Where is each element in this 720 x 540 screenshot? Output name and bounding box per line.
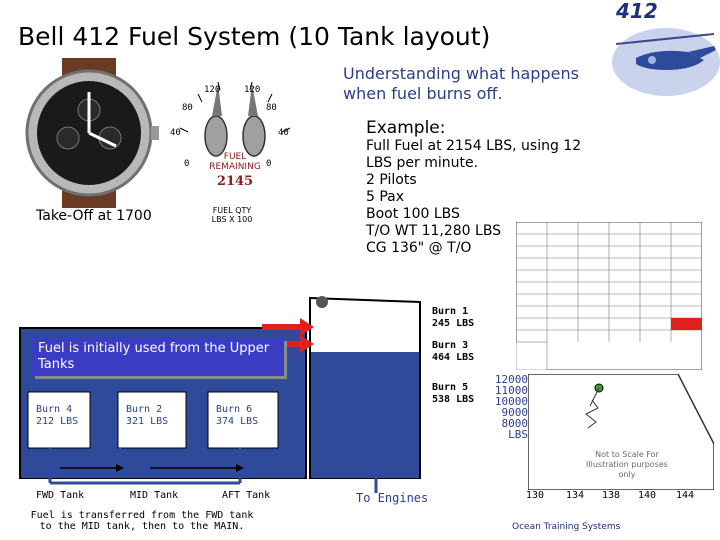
gauge-qty-units: LBS X 100 <box>212 215 253 224</box>
scale-note: Not to Scale For Illustration purposes o… <box>586 450 668 479</box>
example-line: 5 Pax <box>366 189 405 205</box>
fuel-tank-diagram <box>19 296 421 493</box>
weight-tick: 10000 <box>494 395 528 408</box>
gauge-value: 2145 <box>217 174 253 189</box>
gauge-label-fuel: FUEL <box>224 152 246 162</box>
tank-cap <box>316 296 328 308</box>
cg-envelope <box>528 374 714 490</box>
cg-tick: 140 <box>638 490 657 501</box>
example-body: Full Fuel at 2154 LBS, using 12 LBS per … <box>366 138 606 257</box>
mid-tank-label: MID Tank <box>130 490 179 501</box>
burn-name: Burn 3 <box>432 340 469 351</box>
main-burn-3: Burn 3 464 LBS <box>432 340 474 364</box>
tank-burn-value: 212 LBS <box>36 416 79 427</box>
to-engines-label: To Engines <box>356 491 429 505</box>
tank-burn-value: 321 LBS <box>126 416 169 427</box>
weight-tick: 8000 <box>501 417 529 430</box>
tank-burn-6: Burn 6 374 LBS <box>216 404 258 428</box>
burn-name: Burn 1 <box>432 306 469 317</box>
weight-unit: LBS <box>508 428 528 441</box>
example-line: CG 136" @ T/O <box>366 240 472 256</box>
helicopter-logo: 412 <box>612 0 720 96</box>
logo-text: 412 <box>615 0 658 23</box>
gauge-tick: 40 <box>170 128 181 138</box>
burn-value: 464 LBS <box>432 352 475 363</box>
tank-burn-name: Burn 2 <box>126 404 163 415</box>
tank-burn-name: Burn 6 <box>216 404 253 415</box>
chronograph-watch-image <box>25 58 159 208</box>
cg-tick: 130 <box>526 490 545 501</box>
fuel-gauge: 120 120 80 80 40 40 0 0 FUEL REMAINING 2… <box>170 81 291 224</box>
example-line: Boot 100 LBS <box>366 206 460 222</box>
tank-burn-value: 374 LBS <box>216 416 259 427</box>
left-needle <box>212 84 222 116</box>
gauge-qty-label: FUEL QTY <box>213 206 252 215</box>
main-burn-1: Burn 1 245 LBS <box>432 306 474 330</box>
tank-burn-2: Burn 2 321 LBS <box>126 404 168 428</box>
example-line: Full Fuel at 2154 LBS, using 12 LBS per … <box>366 138 582 171</box>
cg-tick: 138 <box>602 490 621 501</box>
page-title: Bell 412 Fuel System (10 Tank layout) <box>18 22 491 51</box>
main-tank-fuel <box>311 352 419 478</box>
tank-burn-4: Burn 4 212 LBS <box>36 404 78 428</box>
takeoff-label: Take-Off at 1700 <box>36 208 152 224</box>
burn-value: 245 LBS <box>432 318 475 329</box>
gauge-tick: 120 <box>244 85 260 95</box>
burn-value: 538 LBS <box>432 394 475 405</box>
subtitle: Understanding what happens when fuel bur… <box>343 64 579 103</box>
caution-panel-image <box>516 222 702 370</box>
weight-axis: 12000 11000 10000 9000 8000 LBS <box>480 374 528 440</box>
cg-tick: 134 <box>566 490 585 501</box>
weight-tick: 12000 <box>494 373 528 386</box>
gauge-tick: 0 <box>184 159 189 169</box>
main-burn-5: Burn 5 538 LBS <box>432 382 474 406</box>
tank-burn-name: Burn 4 <box>36 404 73 415</box>
gauge-tick: 120 <box>204 85 220 95</box>
transfer-note: Fuel is transferred from the FWD tank to… <box>30 510 254 532</box>
weight-tick: 9000 <box>501 406 529 419</box>
weight-tick: 11000 <box>494 384 528 397</box>
gauge-tick: 0 <box>266 159 271 169</box>
fwd-tank-label: FWD Tank <box>36 490 85 501</box>
footer-credit: Ocean Training Systems <box>512 522 621 532</box>
aft-tank-label: AFT Tank <box>222 490 271 501</box>
example-line: T/O WT 11,280 LBS <box>366 223 502 239</box>
right-needle <box>248 84 258 116</box>
gauge-tick: 40 <box>278 128 289 138</box>
gauge-tick: 80 <box>266 103 277 113</box>
cg-tick: 144 <box>676 490 695 501</box>
gauge-label-remaining: REMAINING <box>209 162 261 172</box>
gauge-tick: 80 <box>182 103 193 113</box>
upper-tanks-banner: Fuel is initially used from the Upper Ta… <box>32 338 284 376</box>
example-line: 2 Pilots <box>366 172 417 188</box>
example-heading: Example: <box>366 118 446 138</box>
burn-name: Burn 5 <box>432 382 469 393</box>
